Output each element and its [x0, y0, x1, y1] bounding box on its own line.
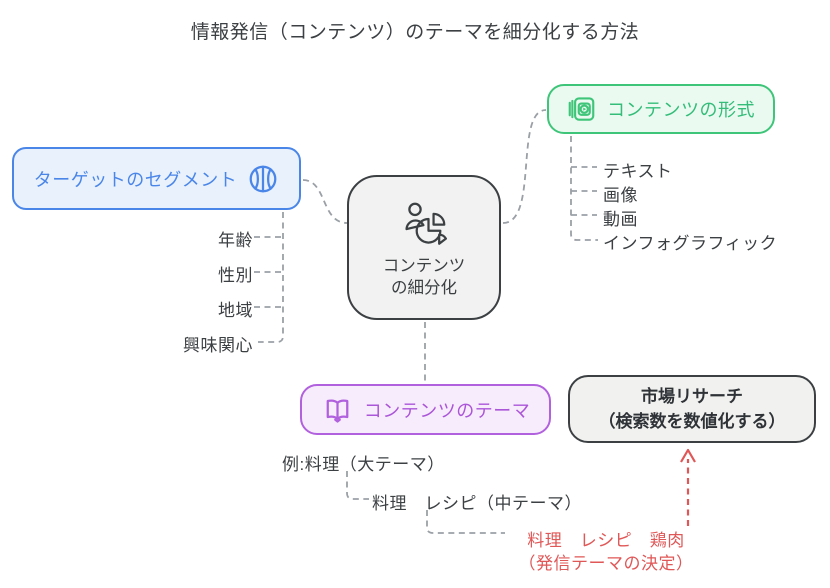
leaf-region: 地域 — [218, 301, 253, 320]
node-content-format: コンテンツの形式 — [547, 84, 775, 134]
node-content-subdivision-label-1: コンテンツ — [382, 256, 466, 275]
connector-theme-example-1 — [346, 471, 369, 500]
example-final-theme-line-2: （発信テーマの決定） — [518, 554, 694, 573]
leaf-text: テキスト — [603, 162, 673, 181]
connector-center-to-format — [502, 109, 547, 224]
node-market-research-label-2: （検索数を数値化する） — [598, 412, 786, 431]
leaf-infographic: インフォグラフィック — [603, 234, 778, 253]
node-market-research: 市場リサーチ （検索数を数値化する） — [568, 375, 816, 443]
basketball-icon — [249, 165, 277, 192]
node-target-segment: ターゲットのセグメント — [12, 147, 301, 210]
connector-target-to-center — [302, 179, 348, 224]
audience-pie-icon — [405, 202, 448, 245]
node-market-research-label-1: 市場リサーチ — [641, 387, 743, 406]
connector-target-trunk — [258, 212, 284, 343]
node-content-format-label: コンテンツの形式 — [607, 100, 755, 120]
example-large-theme: 例:料理（大テーマ） — [282, 455, 445, 474]
node-content-theme: コンテンツのテーマ — [300, 384, 551, 435]
example-final-theme-line-1: 料理 レシピ 鶏肉 — [527, 531, 685, 550]
example-middle-theme: 料理 レシピ（中テーマ） — [372, 494, 582, 513]
leaf-interests: 興味関心 — [183, 336, 253, 355]
leaf-video: 動画 — [603, 210, 638, 229]
node-content-theme-label: コンテンツのテーマ — [363, 400, 531, 421]
leaf-age: 年齢 — [218, 231, 253, 250]
red-arrow-head — [680, 448, 696, 463]
node-content-subdivision-label-2: の細分化 — [391, 278, 457, 297]
open-book-icon — [326, 399, 349, 423]
node-target-segment-label: ターゲットのセグメント — [33, 169, 238, 190]
leaf-gender: 性別 — [218, 266, 253, 285]
leaf-image: 画像 — [603, 186, 638, 205]
example-final-theme: 料理 レシピ 鶏肉 （発信テーマの決定） — [488, 529, 724, 575]
node-content-subdivision: コンテンツ の細分化 — [347, 175, 501, 320]
connector-theme-example-2 — [426, 510, 505, 534]
connector-format-trunk — [570, 136, 598, 241]
video-album-icon — [568, 97, 595, 121]
diagram-title: 情報発信（コンテンツ）のテーマを細分化する方法 — [190, 22, 640, 43]
